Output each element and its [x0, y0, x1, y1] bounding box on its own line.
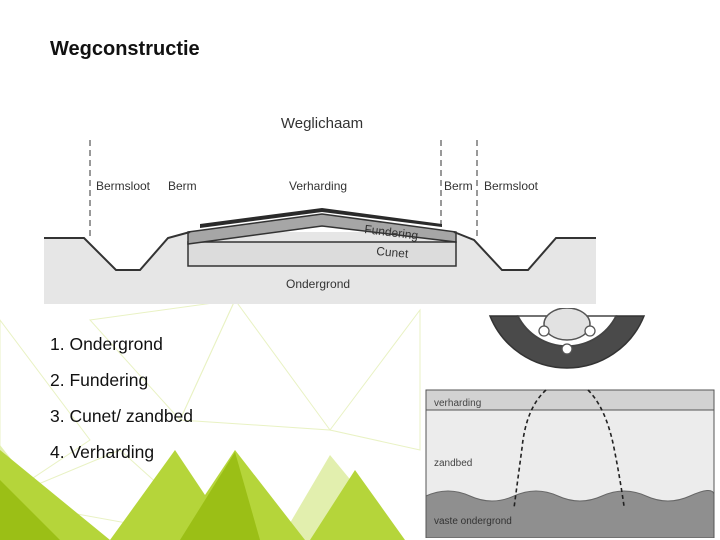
berm-right-label: Berm: [444, 179, 473, 193]
load-zandbed-label: zandbed: [434, 458, 472, 469]
diagram-frame: [425, 389, 715, 538]
load-vaste-ondergrond-label: vaste ondergrond: [434, 516, 512, 527]
fundering-layer: [187, 213, 457, 245]
cunet-layer: [187, 241, 457, 267]
road-cross-section-diagram: Weglichaam Bermsloot Berm Verharding Ber…: [44, 115, 596, 304]
tire-icon: [488, 308, 646, 369]
list-item: 3. Cunet/ zandbed: [50, 406, 194, 426]
background-triangle-pattern: [0, 300, 421, 540]
slide-title: Wegconstructie: [50, 38, 200, 60]
list-item: 2. Fundering: [50, 370, 149, 390]
fundering-label: Fundering: [364, 222, 419, 242]
list-item: 4. Verharding: [50, 442, 155, 462]
ondergrond-label: Ondergrond: [286, 277, 350, 291]
ground-surface-line: [44, 231, 596, 271]
berm-left-label: Berm: [168, 179, 197, 193]
cunet-label: Cunet: [376, 244, 410, 261]
verharding-label: Verharding: [289, 179, 347, 193]
vaste-ondergrond-area: [425, 490, 715, 538]
weglichaam-label: Weglichaam: [281, 115, 363, 132]
load-distribution-diagram: verharding zandbed vaste ondergrond: [425, 308, 715, 538]
ground-area: [44, 232, 596, 304]
load-verharding-label: verharding: [434, 398, 481, 409]
layer-list: 1. Ondergrond 2. Fundering 3. Cunet/ zan…: [50, 332, 193, 476]
load-spread-dashed-lines: [513, 389, 625, 509]
bermsloot-right-label: Bermsloot: [484, 179, 539, 193]
list-item: 1. Ondergrond: [50, 334, 163, 354]
bermsloot-left-label: Bermsloot: [96, 179, 151, 193]
verharding-layer: [200, 208, 442, 228]
boundary-dashed-lines: [89, 140, 478, 236]
dark-green-triangles: [0, 452, 260, 540]
